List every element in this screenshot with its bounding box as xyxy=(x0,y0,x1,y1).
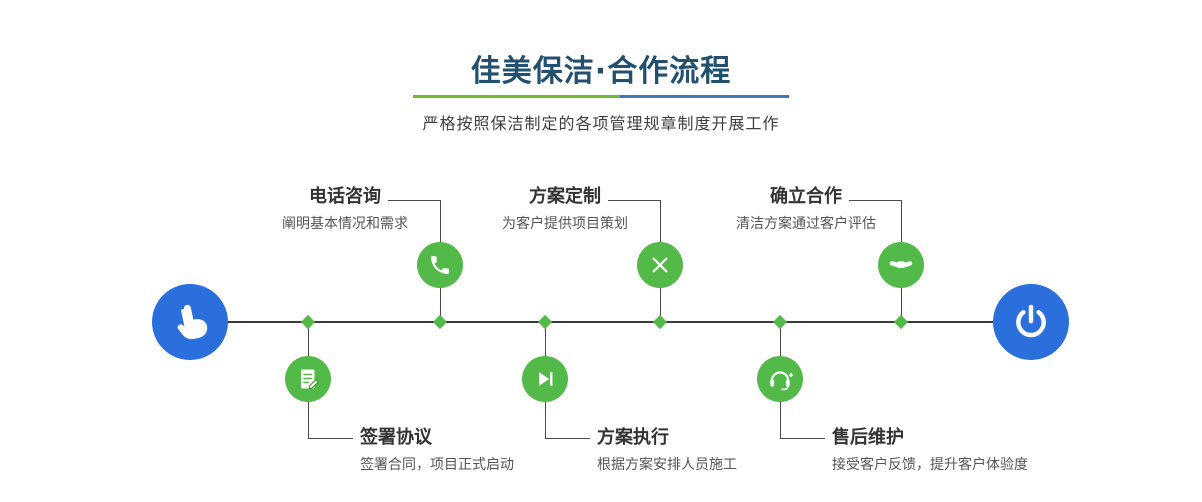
connector xyxy=(440,288,441,321)
connector xyxy=(780,402,781,438)
connector xyxy=(660,288,661,321)
step-node xyxy=(757,356,803,402)
diamond-marker xyxy=(432,314,448,330)
step-desc: 清洁方案通过客户评估 xyxy=(736,216,876,232)
step-title: 方案定制 xyxy=(529,186,601,207)
step-label: 确立合作 清洁方案通过客户评估 xyxy=(696,186,916,233)
step-title: 售后维护 xyxy=(832,427,904,448)
diamond-marker xyxy=(537,314,553,330)
step-desc: 接受客户反馈，提升客户体验度 xyxy=(832,457,1028,473)
connector xyxy=(308,323,309,356)
connector xyxy=(901,200,902,242)
connector xyxy=(308,438,353,439)
step-node xyxy=(878,242,924,288)
handshake-icon xyxy=(888,252,914,278)
diamond-marker xyxy=(652,314,668,330)
power-icon xyxy=(1012,303,1050,341)
step-node xyxy=(637,242,683,288)
headset-icon xyxy=(767,366,793,392)
step-label: 售后维护 接受客户反馈，提升客户体验度 xyxy=(832,427,1132,474)
connector xyxy=(545,323,546,356)
step-label: 方案定制 为客户提供项目策划 xyxy=(455,186,675,233)
connector xyxy=(660,200,661,242)
timeline-line xyxy=(190,321,1032,323)
step-title: 电话咨询 xyxy=(309,186,381,207)
step-node xyxy=(285,356,331,402)
step-desc: 阐明基本情况和需求 xyxy=(282,216,408,232)
connector xyxy=(308,402,309,438)
step-desc: 为客户提供项目策划 xyxy=(502,216,628,232)
step-node xyxy=(417,242,463,288)
diamond-marker xyxy=(893,314,909,330)
connector xyxy=(780,323,781,356)
phone-icon xyxy=(428,253,452,277)
connector xyxy=(901,288,902,321)
play-icon xyxy=(534,368,556,390)
step-desc: 签署合同，项目正式启动 xyxy=(360,457,514,473)
hand-pointer-icon xyxy=(171,303,209,341)
design-tools-icon xyxy=(648,253,672,277)
connector xyxy=(780,438,825,439)
connector xyxy=(608,200,660,201)
step-label: 电话咨询 阐明基本情况和需求 xyxy=(235,186,455,233)
connector xyxy=(849,200,901,201)
page-title: 佳美保洁·合作流程 xyxy=(470,54,732,89)
step-label: 签署协议 签署合同，项目正式启动 xyxy=(360,427,660,474)
connector xyxy=(545,402,546,438)
step-desc: 根据方案安排人员施工 xyxy=(597,457,737,473)
diamond-marker xyxy=(300,314,316,330)
connector xyxy=(545,438,590,439)
page-subtitle: 严格按照保洁制定的各项管理规章制度开展工作 xyxy=(422,114,780,133)
step-title: 确立合作 xyxy=(770,186,842,207)
timeline-end-node xyxy=(993,284,1069,360)
connector xyxy=(388,200,440,201)
step-node xyxy=(522,356,568,402)
title-divider xyxy=(413,95,789,98)
diamond-marker xyxy=(772,314,788,330)
timeline-start-node xyxy=(152,284,228,360)
step-label: 方案执行 根据方案安排人员施工 xyxy=(597,427,897,474)
step-title: 签署协议 xyxy=(360,427,432,448)
connector xyxy=(440,200,441,242)
contract-icon xyxy=(296,367,320,391)
step-title: 方案执行 xyxy=(597,427,669,448)
